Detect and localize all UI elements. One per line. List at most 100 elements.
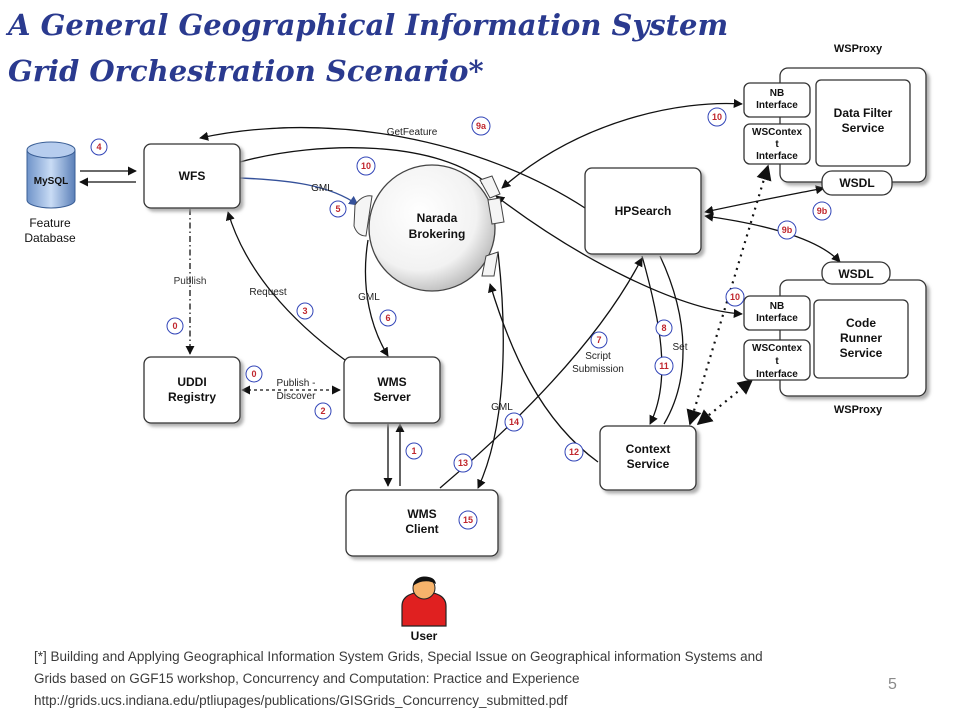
svg-text:9b: 9b — [817, 206, 828, 216]
wsproxy-top-label: WSProxy — [834, 43, 883, 55]
step-badge-9b-bottom: 9b — [777, 220, 797, 240]
wscontext-top-label-2: t — [775, 139, 779, 150]
wsproxy-bottom-group: WSProxy Code Runner Service WSDL NB Inte… — [743, 261, 927, 416]
step-badge-0-publish: 0 — [166, 317, 184, 335]
footnote-link[interactable]: http://grids.ucs.indiana.edu/ptliupages/… — [34, 693, 568, 708]
code-runner-label-1: Code — [846, 316, 876, 330]
wms-client-label-1: WMS — [407, 507, 436, 521]
step-badge-8: 8 — [655, 319, 673, 337]
step-badge-5: 5 — [329, 200, 347, 218]
nb-top-label-1: NB — [770, 88, 784, 99]
mysql-label: MySQL — [34, 176, 68, 187]
svg-text:6: 6 — [385, 313, 390, 323]
label-set: Set — [672, 342, 687, 353]
svg-text:2: 2 — [320, 406, 325, 416]
context-label-2: Service — [627, 457, 670, 471]
step-badges: 4 9a 10 10 5 9b 9b 10 0 3 6 0 2 7 8 11 1… — [90, 107, 832, 530]
nb-top-label-2: Interface — [756, 100, 798, 111]
edge-wfs-to-broker — [239, 147, 491, 187]
svg-text:10: 10 — [730, 292, 740, 302]
page-number: 5 — [888, 676, 897, 693]
label-publish-discover-2: Discover — [277, 391, 317, 402]
wsproxy-bottom-label: WSProxy — [834, 404, 883, 416]
data-filter-label-2: Service — [842, 121, 885, 135]
feature-db-label-1: Feature — [29, 216, 71, 230]
wms-server-node: WMS Server — [343, 356, 441, 424]
wfs-node: WFS — [143, 143, 241, 209]
wscontext-bottom-label-1: WSContex — [752, 343, 802, 354]
wscontext-top-label-1: WSContex — [752, 127, 802, 138]
step-badge-3: 3 — [296, 302, 314, 320]
footnote-line-2: Grids based on GGF15 workshop, Concurren… — [34, 671, 580, 686]
svg-text:13: 13 — [458, 458, 468, 468]
svg-text:11: 11 — [659, 361, 669, 371]
wscontext-bottom-label-2: t — [775, 356, 779, 367]
label-getfeature: GetFeature — [387, 127, 438, 138]
user-label: User — [411, 629, 438, 643]
data-filter-label-1: Data Filter — [834, 106, 893, 120]
step-badge-7: 7 — [590, 331, 608, 349]
step-badge-2: 2 — [314, 402, 332, 420]
label-publish: Publish — [174, 276, 207, 287]
wscontext-bottom-label-3: Interface — [756, 369, 798, 380]
svg-text:4: 4 — [96, 142, 101, 152]
uddi-label-1: UDDI — [177, 375, 206, 389]
step-badge-10-bottom: 10 — [725, 287, 745, 307]
step-badge-13: 13 — [453, 453, 473, 473]
label-publish-discover-1: Publish - — [277, 378, 316, 389]
svg-text:0: 0 — [172, 321, 177, 331]
svg-text:0: 0 — [251, 369, 256, 379]
step-badge-11: 11 — [654, 356, 674, 376]
edge-set-context — [641, 255, 663, 425]
label-gml-client: GML — [491, 402, 513, 413]
edge-hpsearch-wsdl-bottom — [704, 212, 841, 263]
svg-text:3: 3 — [302, 306, 307, 316]
label-script-submission-1: Script — [585, 351, 611, 362]
wms-server-label-1: WMS — [377, 375, 406, 389]
edge-gml-wfs-to-broker — [239, 177, 359, 206]
step-badge-9a: 9a — [471, 116, 491, 136]
step-badge-10-top: 10 — [707, 107, 727, 127]
narada-brokering-node: Narada Brokering — [353, 164, 505, 292]
edge-hpsearch-wsdl-top — [704, 185, 825, 215]
svg-text:10: 10 — [361, 161, 371, 171]
footnote: [*] Building and Applying Geographical I… — [34, 646, 954, 712]
step-badge-10-broker: 10 — [356, 156, 376, 176]
wms-client-label-2: Client — [405, 522, 438, 536]
edge-context-return — [659, 255, 684, 425]
hpsearch-label: HPSearch — [615, 204, 672, 218]
wsdl-top-label: WSDL — [839, 176, 874, 190]
context-label-1: Context — [626, 442, 671, 456]
svg-text:9b: 9b — [782, 225, 793, 235]
edge-request — [225, 211, 346, 361]
code-runner-label-3: Service — [840, 346, 883, 360]
svg-text:12: 12 — [569, 447, 579, 457]
wms-server-label-2: Server — [373, 390, 411, 404]
svg-text:8: 8 — [661, 323, 666, 333]
mysql-database-icon: MySQL — [26, 141, 76, 209]
label-script-submission-2: Submission — [572, 364, 624, 375]
wsproxy-top-group: WSProxy Data Filter Service NB Interface… — [743, 43, 927, 196]
svg-text:14: 14 — [509, 417, 519, 427]
step-badge-4: 4 — [90, 138, 108, 156]
svg-text:9a: 9a — [476, 121, 487, 131]
label-request: Request — [249, 287, 286, 298]
label-gml-wfs: GML — [311, 183, 333, 194]
svg-text:10: 10 — [712, 112, 722, 122]
nb-bottom-label-1: NB — [770, 301, 784, 312]
context-service-node: Context Service — [599, 425, 697, 491]
footnote-line-1: [*] Building and Applying Geographical I… — [34, 649, 763, 664]
slide-title-line1: A General Geographical Information Syste… — [8, 8, 729, 42]
svg-text:1: 1 — [411, 446, 416, 456]
user-icon — [401, 576, 447, 627]
svg-text:7: 7 — [596, 335, 601, 345]
code-runner-label-2: Runner — [840, 331, 882, 345]
edge-context-wscontext-bottom — [696, 379, 754, 425]
step-badge-15: 15 — [458, 510, 478, 530]
wms-client-node: WMS Client — [345, 489, 499, 557]
edge-gml-to-wms-server — [364, 239, 389, 357]
nb-bottom-label-2: Interface — [756, 313, 798, 324]
step-badge-1: 1 — [405, 442, 423, 460]
